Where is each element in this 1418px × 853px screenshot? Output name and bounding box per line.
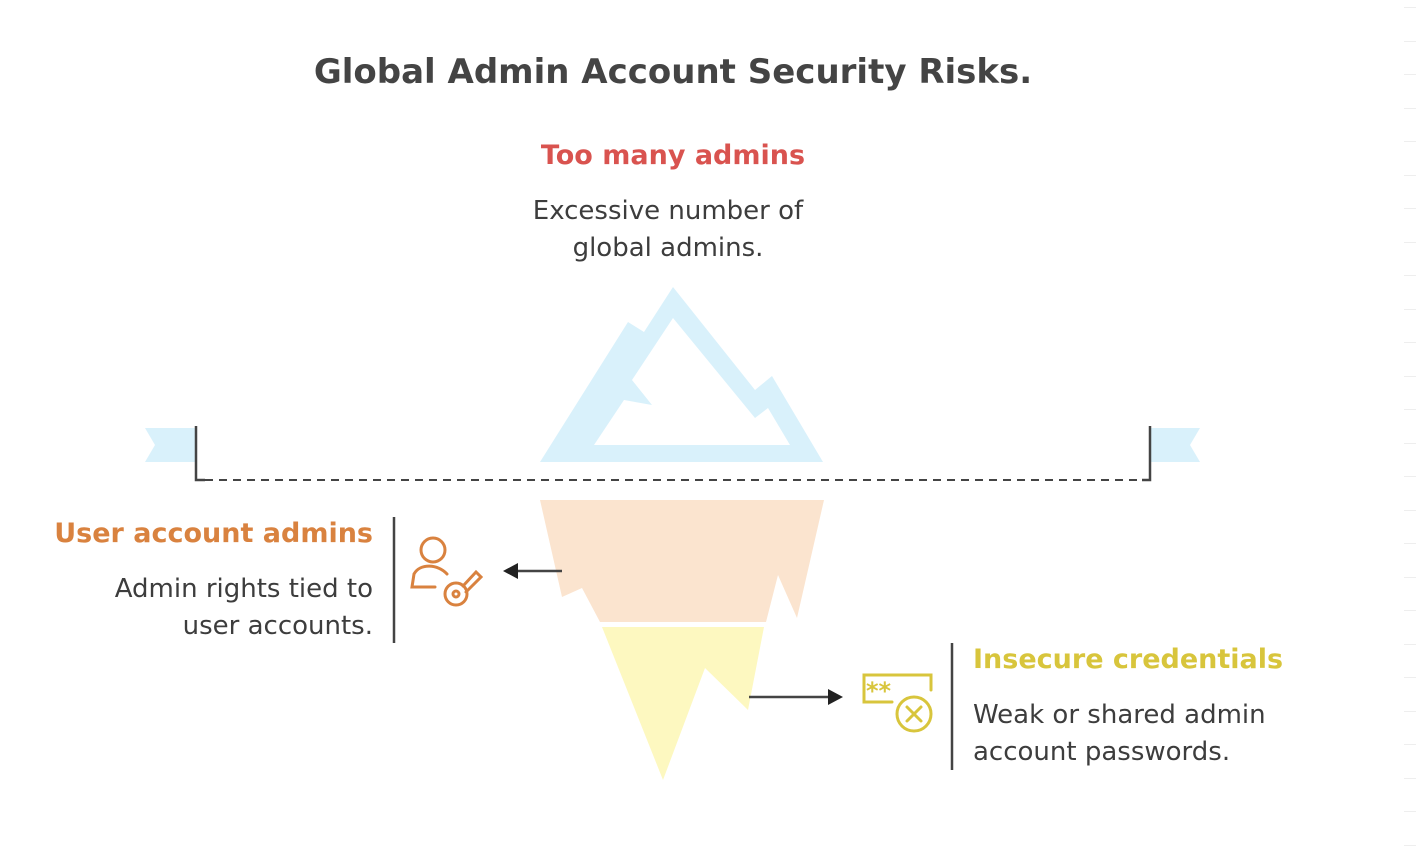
iceberg-middle: [540, 500, 824, 622]
tip-text: Excessive number of global admins.: [468, 193, 868, 267]
scroll-tick: [1404, 40, 1416, 42]
right-text-line: account passwords.: [973, 737, 1231, 767]
scroll-tick: [1404, 174, 1416, 176]
left-text-line: Admin rights tied to: [114, 574, 373, 604]
scroll-tick: [1404, 375, 1416, 377]
diagram-title: Global Admin Account Security Risks.: [313, 52, 1033, 92]
password-error-icon: **: [862, 673, 933, 733]
scroll-tick: [1404, 342, 1416, 343]
scroll-tick: [1404, 744, 1416, 745]
scroll-tick: [1404, 777, 1416, 779]
right-text: Weak or shared admin account passwords.: [973, 697, 1393, 771]
right-text-line: Weak or shared admin: [973, 700, 1266, 730]
iceberg-tip: [540, 287, 823, 462]
scroll-tick: [1404, 409, 1416, 410]
water-flag-right: [1150, 428, 1200, 462]
left-text-line: user accounts.: [182, 611, 373, 641]
left-text: Admin rights tied to user accounts.: [0, 571, 373, 645]
scroll-tick: [1404, 74, 1416, 75]
scroll-tick: [1404, 576, 1416, 578]
scroll-tick: [1404, 677, 1416, 678]
iceberg-bottom: [602, 627, 764, 780]
scroll-tick: [1404, 844, 1416, 846]
scroll-tick: [1404, 275, 1416, 276]
scroll-tick: [1404, 811, 1416, 812]
tip-text-line: Excessive number of: [532, 196, 804, 226]
scroll-tick: [1404, 141, 1416, 142]
scroll-tick: [1404, 610, 1416, 611]
arrow-right: [749, 689, 843, 705]
scroll-tick: [1404, 476, 1416, 477]
right-heading: Insecure credentials: [973, 644, 1284, 675]
scroll-tick: [1404, 710, 1416, 712]
scroll-tick: [1404, 107, 1416, 109]
scroll-tick: [1404, 241, 1416, 243]
scroll-tick: [1404, 543, 1416, 544]
scroll-tick: [1404, 442, 1416, 444]
svg-text:**: **: [866, 677, 892, 705]
tip-text-line: global admins.: [572, 233, 764, 263]
water-flag-left: [145, 428, 195, 462]
scroll-tick: [1404, 7, 1416, 8]
scrollbar-track[interactable]: [1398, 0, 1418, 853]
scroll-tick: [1404, 643, 1416, 645]
scroll-tick: [1404, 509, 1416, 511]
scroll-tick: [1404, 208, 1416, 209]
left-heading: User account admins: [54, 518, 373, 549]
arrow-left: [503, 563, 562, 579]
user-key-icon: [410, 536, 484, 607]
tip-heading: Too many admins: [540, 140, 806, 171]
scroll-tick: [1404, 308, 1416, 310]
